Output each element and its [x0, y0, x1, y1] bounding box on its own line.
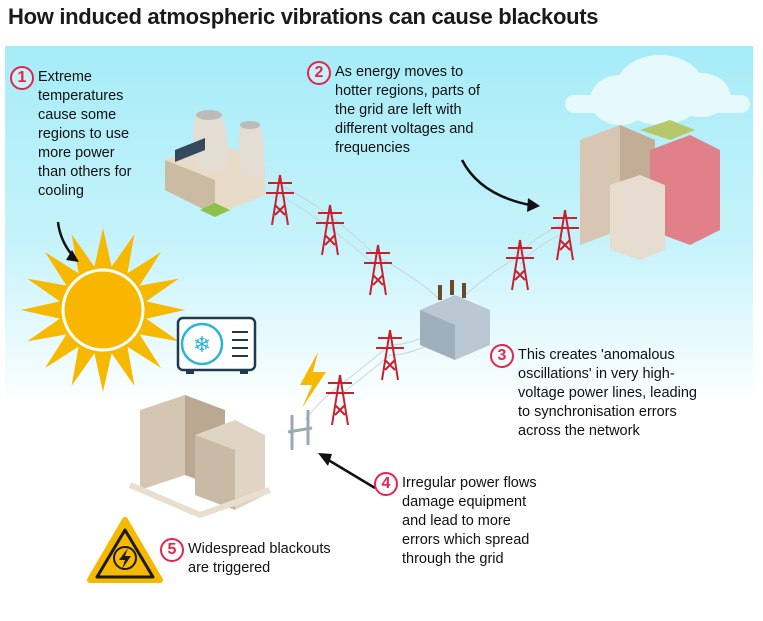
warning-sign-icon	[87, 517, 163, 583]
svg-text:❄: ❄	[193, 332, 211, 357]
substation-icon	[287, 410, 313, 450]
city-buildings-icon	[128, 395, 272, 519]
power-plant-icon	[165, 110, 265, 217]
sun-icon	[21, 228, 185, 392]
page-title: How induced atmospheric vibrations can c…	[8, 4, 599, 29]
transformer-icon	[420, 280, 490, 360]
air-conditioner-icon: ❄	[176, 316, 257, 374]
lightning-icon	[300, 352, 326, 408]
cloud-icon	[565, 55, 750, 125]
power-tower-icons	[266, 174, 579, 426]
step-number-badge: 2	[307, 61, 331, 85]
step-number-badge: 4	[374, 472, 398, 496]
power-lines	[279, 184, 561, 421]
step-number-badge: 3	[490, 344, 514, 368]
step-number-badge: 5	[160, 538, 184, 562]
step-number-badge: 1	[10, 66, 34, 90]
city-buildings-icon	[580, 120, 720, 260]
